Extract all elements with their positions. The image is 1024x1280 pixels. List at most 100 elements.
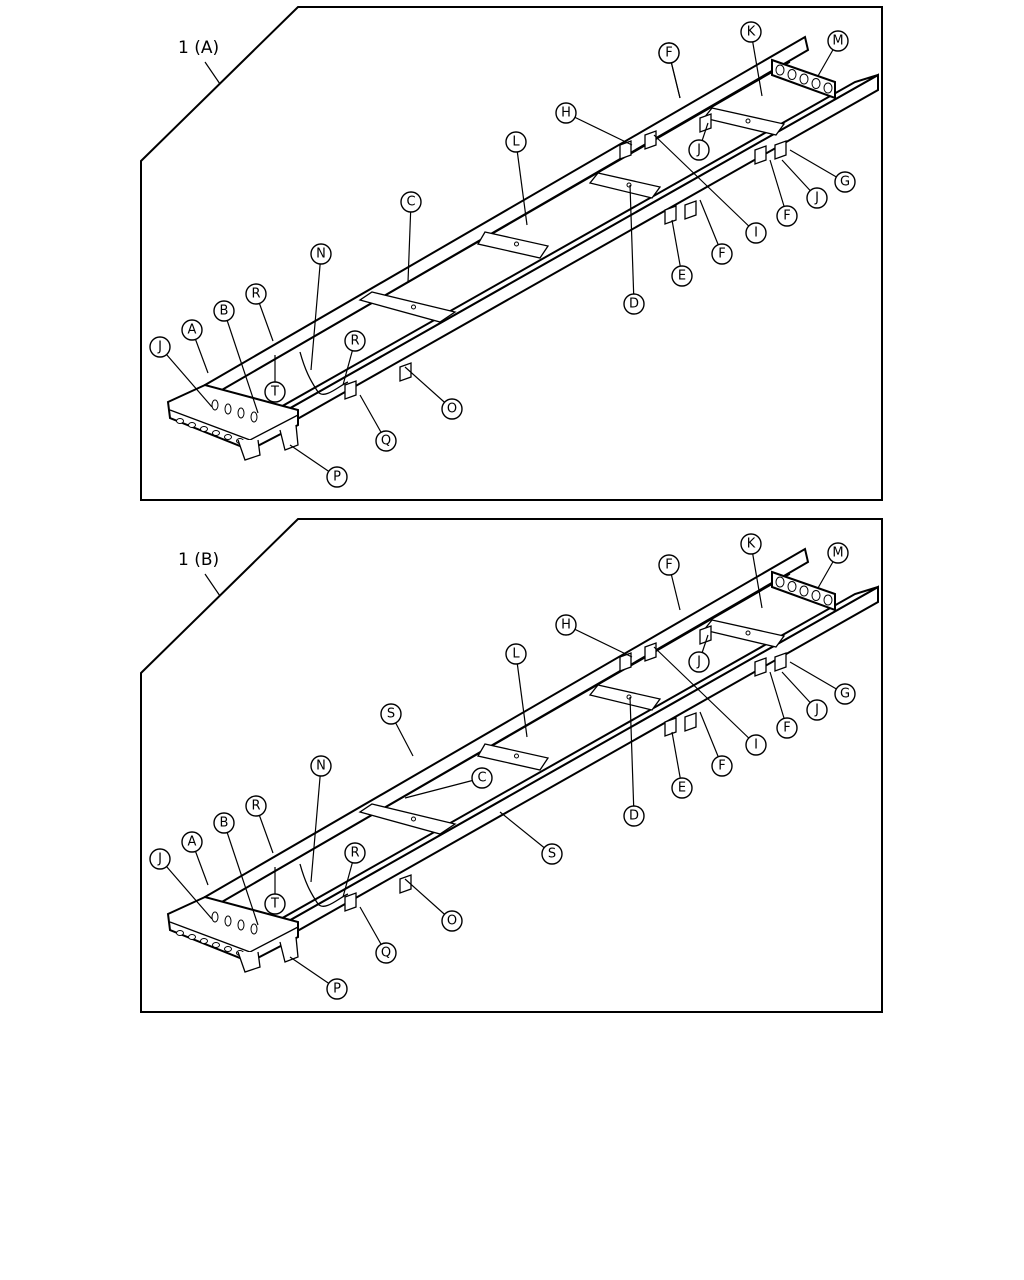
callout-circle [245,795,267,817]
callout-label: J [814,191,819,206]
callout-i: I [653,134,767,244]
cross-member-4 [702,107,786,136]
callout-f: F [699,711,733,777]
callout-label: K [747,537,756,552]
callout-leader [653,134,757,234]
callout-circle [806,699,828,721]
callout-leader [629,696,635,817]
callout-circle [375,942,397,964]
callout-circle [745,734,767,756]
bracket-3 [664,717,677,737]
callout-leader [565,112,633,146]
callout-circle [745,222,767,244]
bracket-5 [754,657,767,677]
bracket-9 [699,625,712,645]
callout-circle [776,717,798,739]
callout-label: Q [381,434,391,449]
callout-label: F [718,247,725,262]
callout-label: J [696,655,701,670]
callout-label: T [270,385,279,400]
callout-label: O [447,914,457,929]
callout-circle [400,191,422,213]
callout-leader [404,777,483,799]
left-side-rail-flange [239,74,879,431]
cross-member-1 [358,291,457,323]
callout-s: S [380,703,414,757]
callout-circle [441,398,463,420]
callout-q: Q [359,394,397,452]
panel-border [140,6,883,501]
cross-member-3 [588,172,662,199]
callout-circle [740,21,762,43]
callout-circle [711,755,733,777]
callout-label: F [665,46,672,61]
callout-leader [310,253,322,371]
callout-circle [623,805,645,827]
callout-circle [471,767,493,789]
callout-label: R [350,334,359,349]
callout-circle [658,554,680,576]
callout-d: D [623,696,645,827]
callout-o: O [404,878,463,932]
callout-circle [375,430,397,452]
callout-circle [834,683,856,705]
chassis-frame [166,35,879,461]
callout-label: C [406,195,415,210]
callout-n: N [310,243,332,371]
callout-label: H [561,106,571,121]
callout-label: S [387,707,395,722]
bracket-2 [399,362,412,382]
callout-h: H [555,102,633,146]
wire-harness [299,863,349,907]
cross-member-2 [476,231,550,259]
callout-circle [441,910,463,932]
callout-circle [505,131,527,153]
callout-label: B [220,304,229,319]
callout-label: T [270,897,279,912]
callout-circle [711,243,733,265]
callout-circle [623,293,645,315]
callout-circle [344,842,366,864]
callout-circle [688,651,710,673]
callout-r: R [342,330,366,386]
callout-circle [344,330,366,352]
front-bumper-member [166,383,299,452]
callout-leader [629,184,635,305]
callout-o: O [404,366,463,420]
callout-f: F [658,42,681,99]
callout-label: F [783,721,790,736]
callout-label: P [333,982,341,997]
callout-e: E [671,219,693,287]
callout-label: M [832,546,843,561]
callout-leader [159,858,213,920]
callout-leader [223,822,259,926]
front-bracket [237,951,261,973]
callout-circle [658,42,680,64]
callout-circle [671,777,693,799]
callout-circle [827,30,849,52]
callout-q: Q [359,906,397,964]
callout-leader [750,543,763,609]
bracket-8 [644,130,657,150]
bracket-1 [344,380,357,400]
callout-a: A [181,831,209,886]
callout-label: P [333,470,341,485]
callout-circle [310,243,332,265]
title-leader [204,61,221,85]
callout-circle [555,614,577,636]
title-leader [204,573,221,597]
callout-f: F [769,671,798,739]
callout-leader [565,624,633,658]
callout-label: J [157,852,162,867]
callout-label: R [350,846,359,861]
bracket-1 [344,892,357,912]
callout-circle [505,643,527,665]
panel-1a: 1 (A)ABCDEFFFFGHIJJJKLMNOPQRRT [140,6,883,501]
callout-a: A [181,319,209,374]
callout-label: N [316,759,326,774]
callout-r: R [342,842,366,898]
callout-label: A [188,835,197,850]
callout-circle [740,533,762,555]
callout-circle [245,283,267,305]
